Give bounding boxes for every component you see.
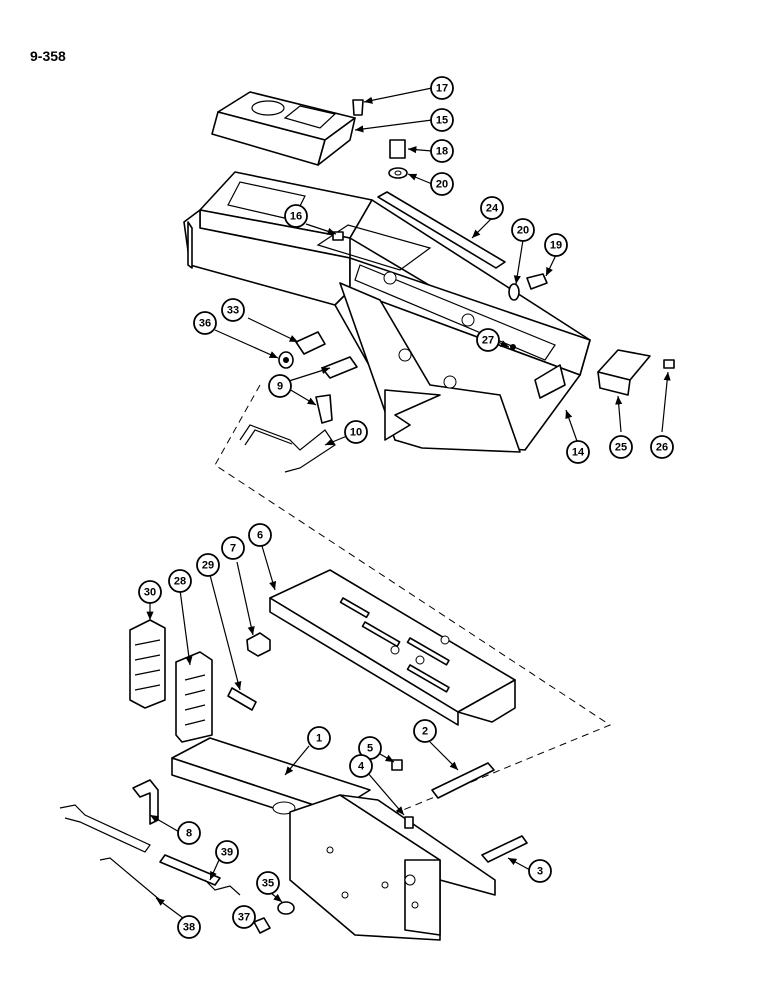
callout-33: 33 [221, 298, 245, 322]
callout-label: 33 [227, 305, 239, 317]
callout-30: 30 [138, 580, 162, 604]
pin-3 [481, 835, 528, 863]
callout-20: 20 [430, 172, 454, 196]
screw-29 [227, 687, 257, 711]
callout-label: 36 [199, 318, 211, 330]
callout-27: 27 [476, 328, 500, 352]
bolt-19 [526, 273, 548, 290]
callout-label: 37 [238, 912, 250, 924]
callout-4: 4 [349, 754, 373, 778]
washer-35 [277, 901, 295, 915]
callout-label: 6 [257, 530, 263, 542]
callout-label: 18 [436, 146, 448, 158]
page-number: 9-358 [30, 48, 66, 64]
bolt-33 [295, 331, 326, 355]
callout-25: 25 [609, 435, 633, 459]
callout-38: 38 [177, 915, 201, 939]
callout-label: 3 [537, 866, 543, 878]
callout-label: 39 [221, 847, 233, 859]
callout-14: 14 [566, 440, 590, 464]
callout-18: 18 [430, 139, 454, 163]
callout-15: 15 [430, 108, 454, 132]
console-housing [183, 171, 591, 453]
comb-bracket-28 [175, 651, 213, 743]
callout-label: 30 [144, 587, 156, 599]
callout-label: 28 [174, 576, 186, 588]
callout-label: 8 [186, 828, 192, 840]
clip-9b [315, 394, 333, 424]
callout-3: 3 [528, 859, 552, 883]
setscrew-4 [404, 816, 414, 829]
callout-8: 8 [177, 821, 201, 845]
callout-7: 7 [221, 536, 245, 560]
bolt-18 [389, 139, 406, 159]
mounting-plate-6 [269, 569, 516, 726]
callout-label: 24 [486, 203, 499, 215]
console-cover [211, 91, 356, 166]
callout-35: 35 [256, 871, 280, 895]
block-30 [129, 619, 166, 709]
callout-24: 24 [480, 196, 504, 220]
callout-label: 14 [572, 447, 585, 459]
hook-rod-8 [59, 804, 151, 853]
callout-label: 9 [277, 381, 283, 393]
callout-label: 17 [436, 83, 448, 95]
callout-label: 20 [436, 179, 448, 191]
callout-10: 10 [344, 420, 368, 444]
callout-20: 20 [511, 218, 535, 242]
callout-label: 16 [290, 211, 302, 223]
callout-36: 36 [193, 311, 217, 335]
bracket-7 [246, 632, 271, 657]
callout-label: 25 [615, 442, 627, 454]
callout-label: 4 [358, 761, 365, 773]
callout-2: 2 [413, 719, 437, 743]
callout-label: 5 [367, 743, 373, 755]
rod-38 [99, 857, 161, 901]
callout-label: 19 [550, 240, 562, 252]
screw-26 [663, 359, 675, 369]
callout-label: 10 [350, 427, 362, 439]
clip-5 [391, 759, 403, 771]
wire-spring-10 [239, 424, 336, 473]
callout-label: 26 [656, 442, 668, 454]
callout-label: 38 [183, 922, 195, 934]
callout-19: 19 [544, 233, 568, 257]
clip-9a [321, 356, 358, 379]
callout-28: 28 [168, 569, 192, 593]
callout-label: 35 [262, 878, 274, 890]
callout-label: 29 [202, 560, 214, 572]
callout-16: 16 [284, 204, 308, 228]
callout-29: 29 [196, 553, 220, 577]
frame-1 [171, 737, 496, 941]
callout-label: 2 [422, 726, 428, 738]
washer-20b [508, 283, 520, 301]
callout-label: 27 [482, 335, 494, 347]
callout-1: 1 [307, 726, 331, 750]
callout-37: 37 [232, 905, 256, 929]
callout-6: 6 [248, 523, 272, 547]
callout-26: 26 [650, 435, 674, 459]
callout-label: 7 [230, 543, 236, 555]
plug-27 [510, 344, 516, 350]
rod-39 [159, 854, 221, 886]
callout-label: 15 [436, 115, 448, 127]
callout-17: 17 [430, 76, 454, 100]
callout-9: 9 [268, 374, 292, 398]
strip-24 [377, 191, 506, 269]
callout-label: 1 [316, 733, 322, 745]
pin-2 [431, 762, 495, 799]
callout-label: 20 [517, 225, 529, 237]
screw-17 [352, 99, 364, 116]
callout-39: 39 [215, 840, 239, 864]
nut-37 [253, 917, 271, 934]
